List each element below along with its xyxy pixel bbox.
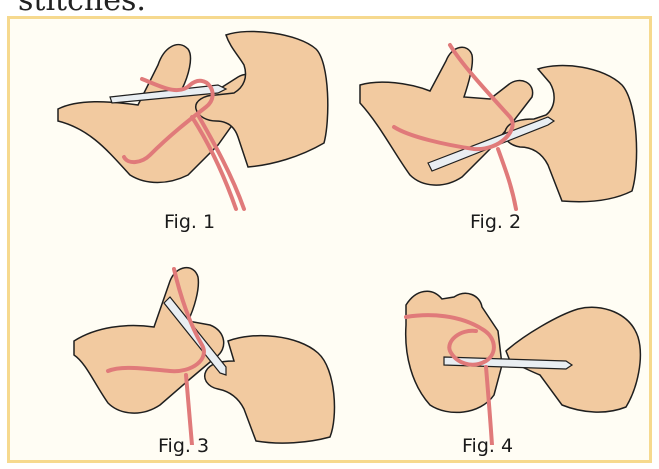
figure-caption: Fig. 3 — [158, 435, 209, 457]
figure-3: Fig. 3 — [50, 245, 350, 455]
figure-caption: Fig. 4 — [462, 435, 513, 457]
figure-caption: Fig. 2 — [470, 211, 521, 233]
figure-1: Fig. 1 — [38, 25, 338, 215]
figure-1-illustration — [38, 25, 338, 215]
figure-4: Fig. 4 — [390, 245, 650, 455]
figure-3-illustration — [50, 245, 350, 445]
figure-2: Fig. 2 — [350, 25, 650, 215]
figure-4-illustration — [390, 245, 650, 445]
figure-panel: Fig. 1 Fig. 2 Fig. 3 Fi — [7, 16, 652, 463]
figure-2-illustration — [350, 25, 650, 215]
figure-caption: Fig. 1 — [164, 211, 215, 233]
